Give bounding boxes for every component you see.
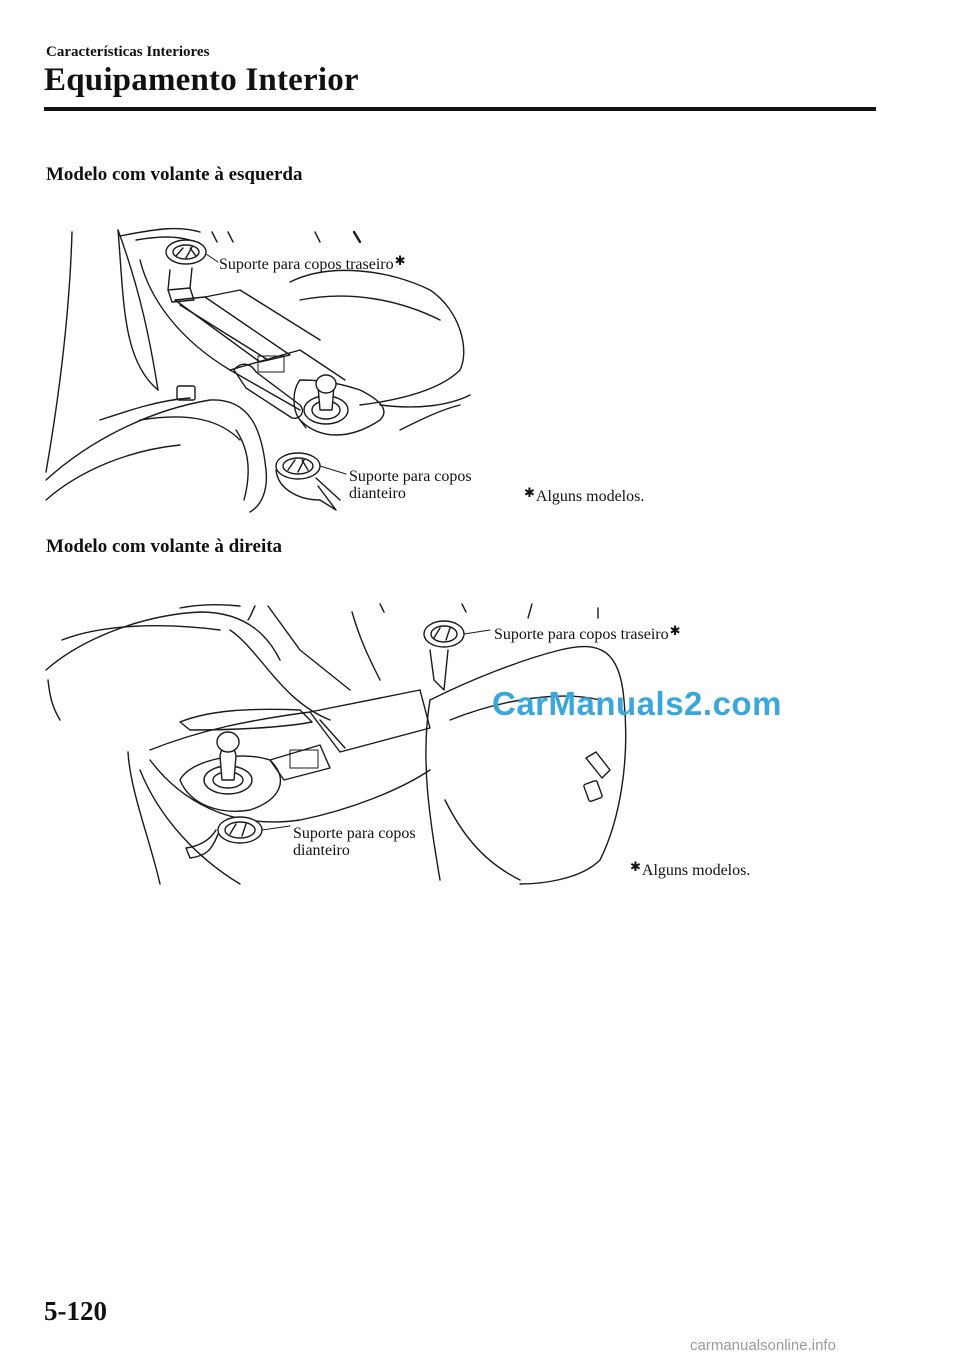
page-title: Equipamento Interior xyxy=(44,62,359,98)
figure-2-front-cup-holder-label: Suporte para copos dianteiro xyxy=(293,825,416,859)
asterisk-marker-icon: ✱ xyxy=(524,485,535,500)
footer-watermark: carmanualsonline.info xyxy=(690,1337,836,1354)
figure-2-footnote: ✱Alguns modelos. xyxy=(630,859,751,879)
figure-1-front-cup-holder-label: Suporte para copos dianteiro xyxy=(349,468,472,502)
figure-2-rear-cup-holder-label: Suporte para copos traseiro✱ xyxy=(494,623,681,643)
page-number: 5-120 xyxy=(44,1296,107,1326)
asterisk-marker-icon: ✱ xyxy=(669,623,681,638)
watermark-logo: CarManuals2.com xyxy=(492,685,782,722)
section-label: Características Interiores xyxy=(46,44,210,60)
title-divider xyxy=(44,107,876,111)
figure-1-rear-cup-holder-label: Suporte para copos traseiro✱ xyxy=(219,253,406,273)
figure-2-heading: Modelo com volante à direita xyxy=(46,536,283,557)
figure-1-heading: Modelo com volante à esquerda xyxy=(46,164,303,185)
asterisk-marker-icon: ✱ xyxy=(630,859,641,874)
asterisk-marker-icon: ✱ xyxy=(394,253,406,268)
figure-1-footnote: ✱Alguns modelos. xyxy=(524,485,645,505)
